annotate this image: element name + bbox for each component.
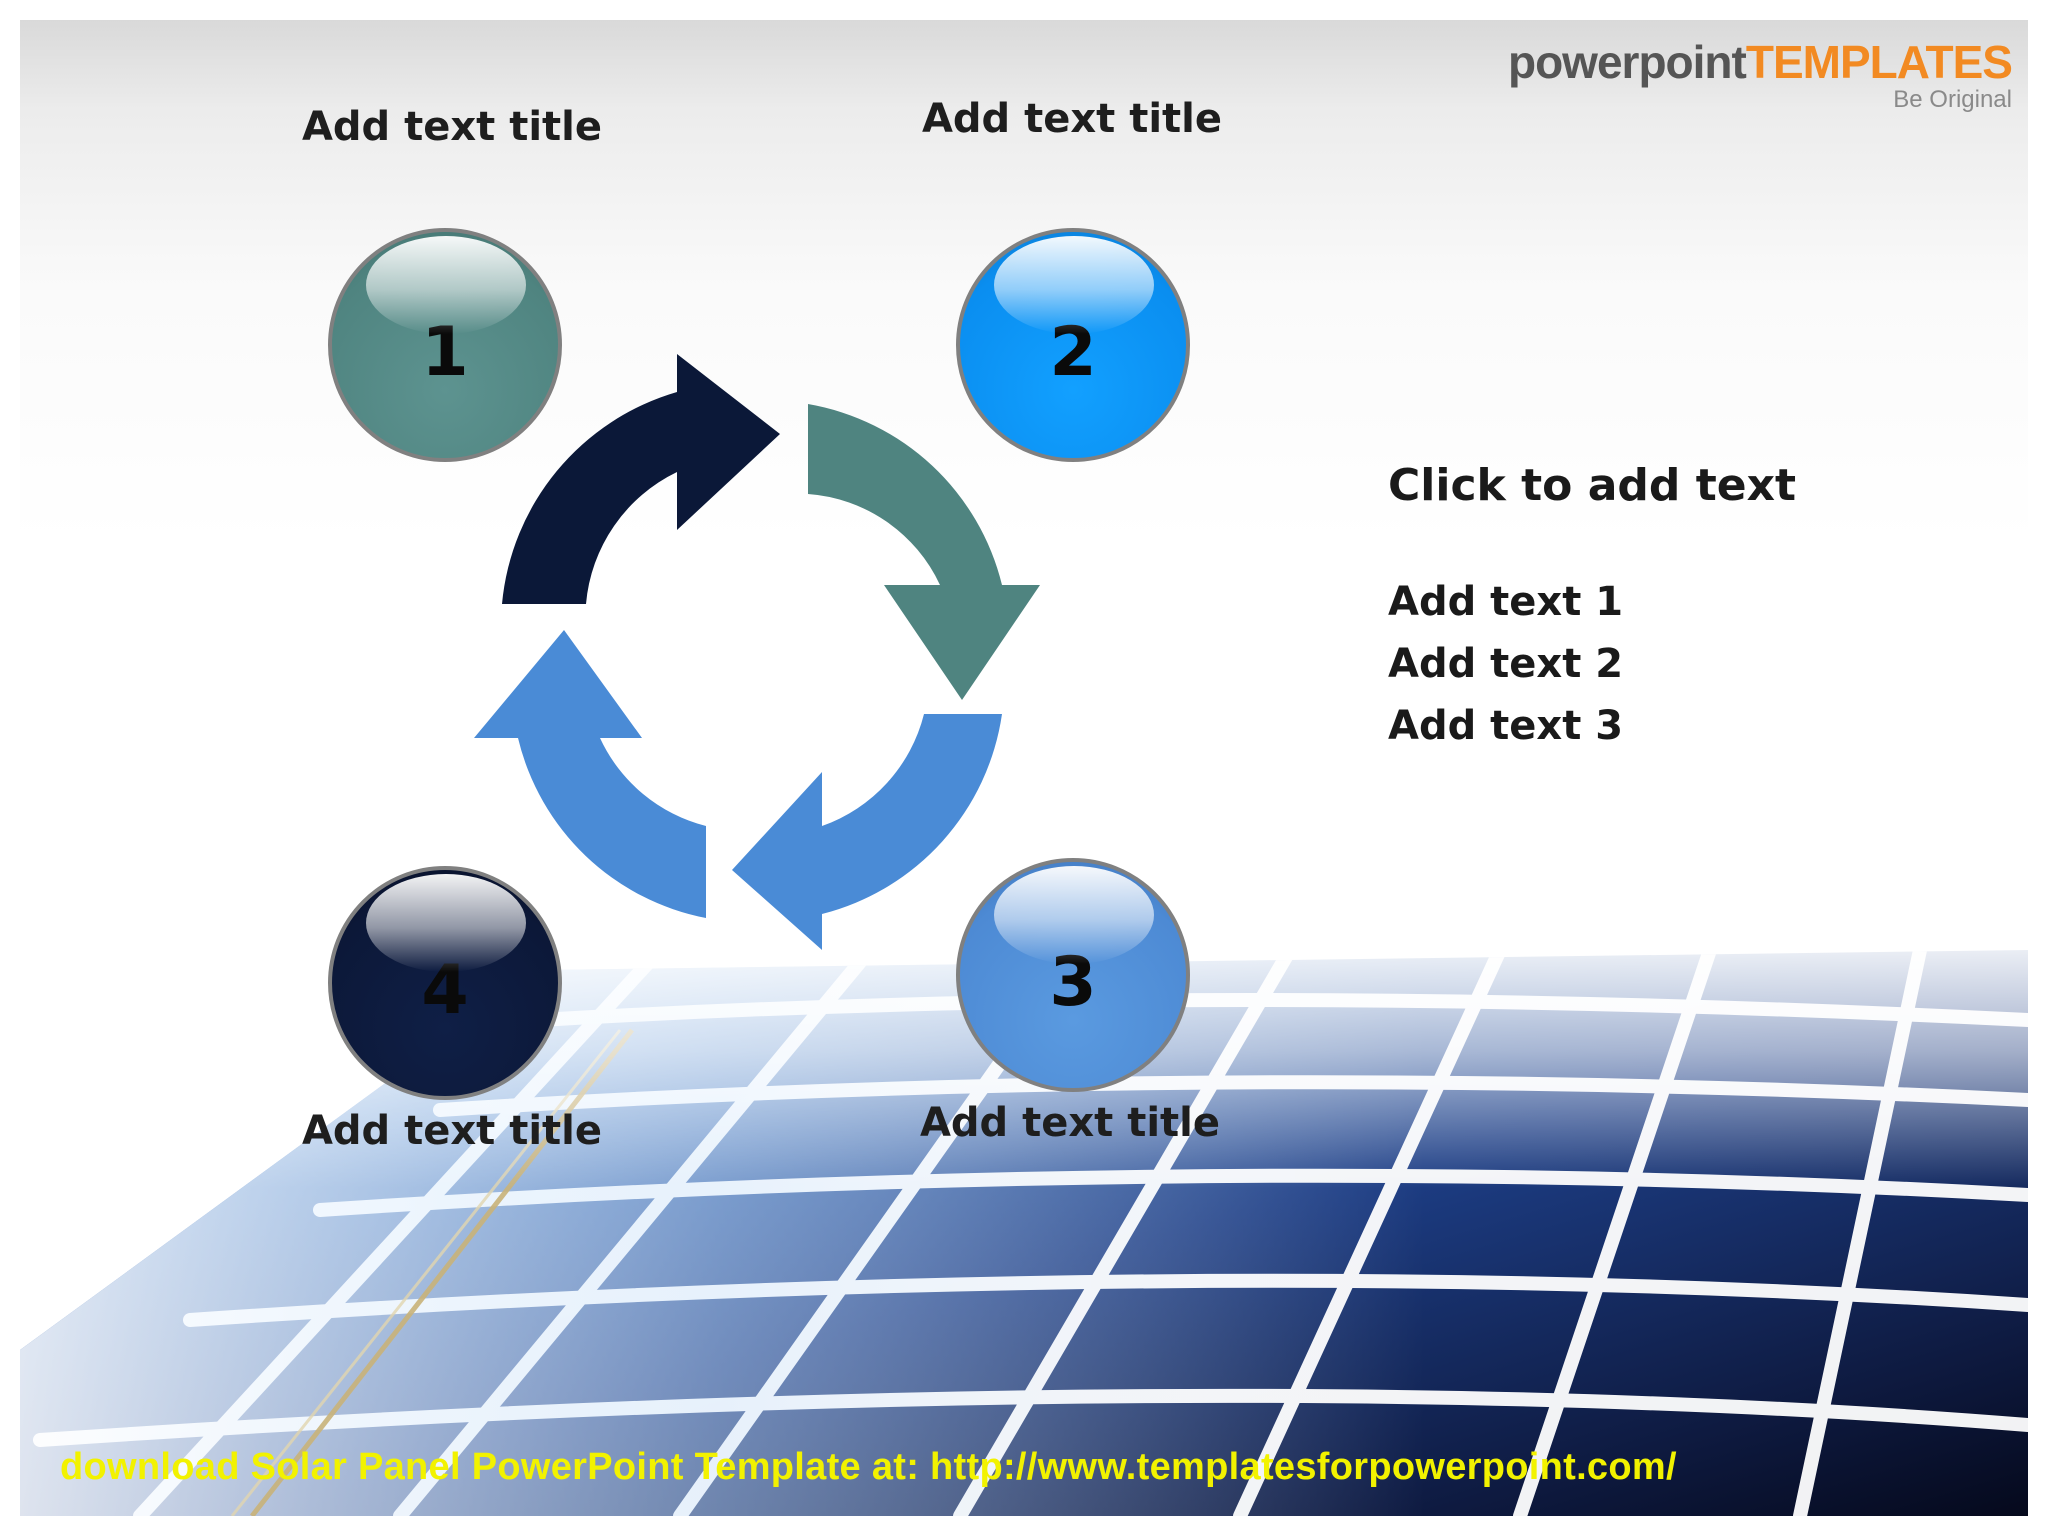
step-1-circle[interactable]: 1 <box>328 228 562 462</box>
gloss-highlight <box>994 866 1154 964</box>
content-item-2[interactable]: Add text 2 <box>1388 641 1624 687</box>
cycle-arrows-diagram <box>474 354 1040 950</box>
step-3-title[interactable]: Add text title <box>919 1100 1221 1146</box>
step-4-title[interactable]: Add text title <box>301 1108 603 1154</box>
gloss-highlight <box>366 874 526 972</box>
logo-tagline: Be Original <box>1893 86 2012 113</box>
logo-text-templates: TEMPLATES <box>1745 36 2013 88</box>
step-4-circle[interactable]: 4 <box>328 866 562 1100</box>
content-item-1[interactable]: Add text 1 <box>1388 579 1624 625</box>
step-3-circle[interactable]: 3 <box>956 858 1190 1092</box>
content-item-3[interactable]: Add text 3 <box>1388 703 1624 749</box>
step-2-circle[interactable]: 2 <box>956 228 1190 462</box>
arrow-bottom-left[interactable] <box>474 630 706 918</box>
content-text-box[interactable]: Click to add text Add text 1 Add text 2 … <box>1388 460 1796 757</box>
step-1-title[interactable]: Add text title <box>301 104 603 150</box>
content-heading[interactable]: Click to add text <box>1388 460 1796 511</box>
slide: powerpointTEMPLATES Be Original Add text… <box>20 20 2028 1516</box>
arrow-bottom-right[interactable] <box>732 714 1002 950</box>
footer-download-link[interactable]: download Solar Panel PowerPoint Template… <box>60 1446 1677 1488</box>
brand-logo: powerpointTEMPLATES Be Original <box>1507 36 2013 113</box>
gloss-highlight <box>366 236 526 334</box>
logo-text-powerpoint: powerpoint <box>1507 36 1747 88</box>
arrow-top-left[interactable] <box>502 354 780 604</box>
arrow-top-right[interactable] <box>808 404 1040 700</box>
gloss-highlight <box>994 236 1154 334</box>
step-2-title[interactable]: Add text title <box>921 96 1223 142</box>
